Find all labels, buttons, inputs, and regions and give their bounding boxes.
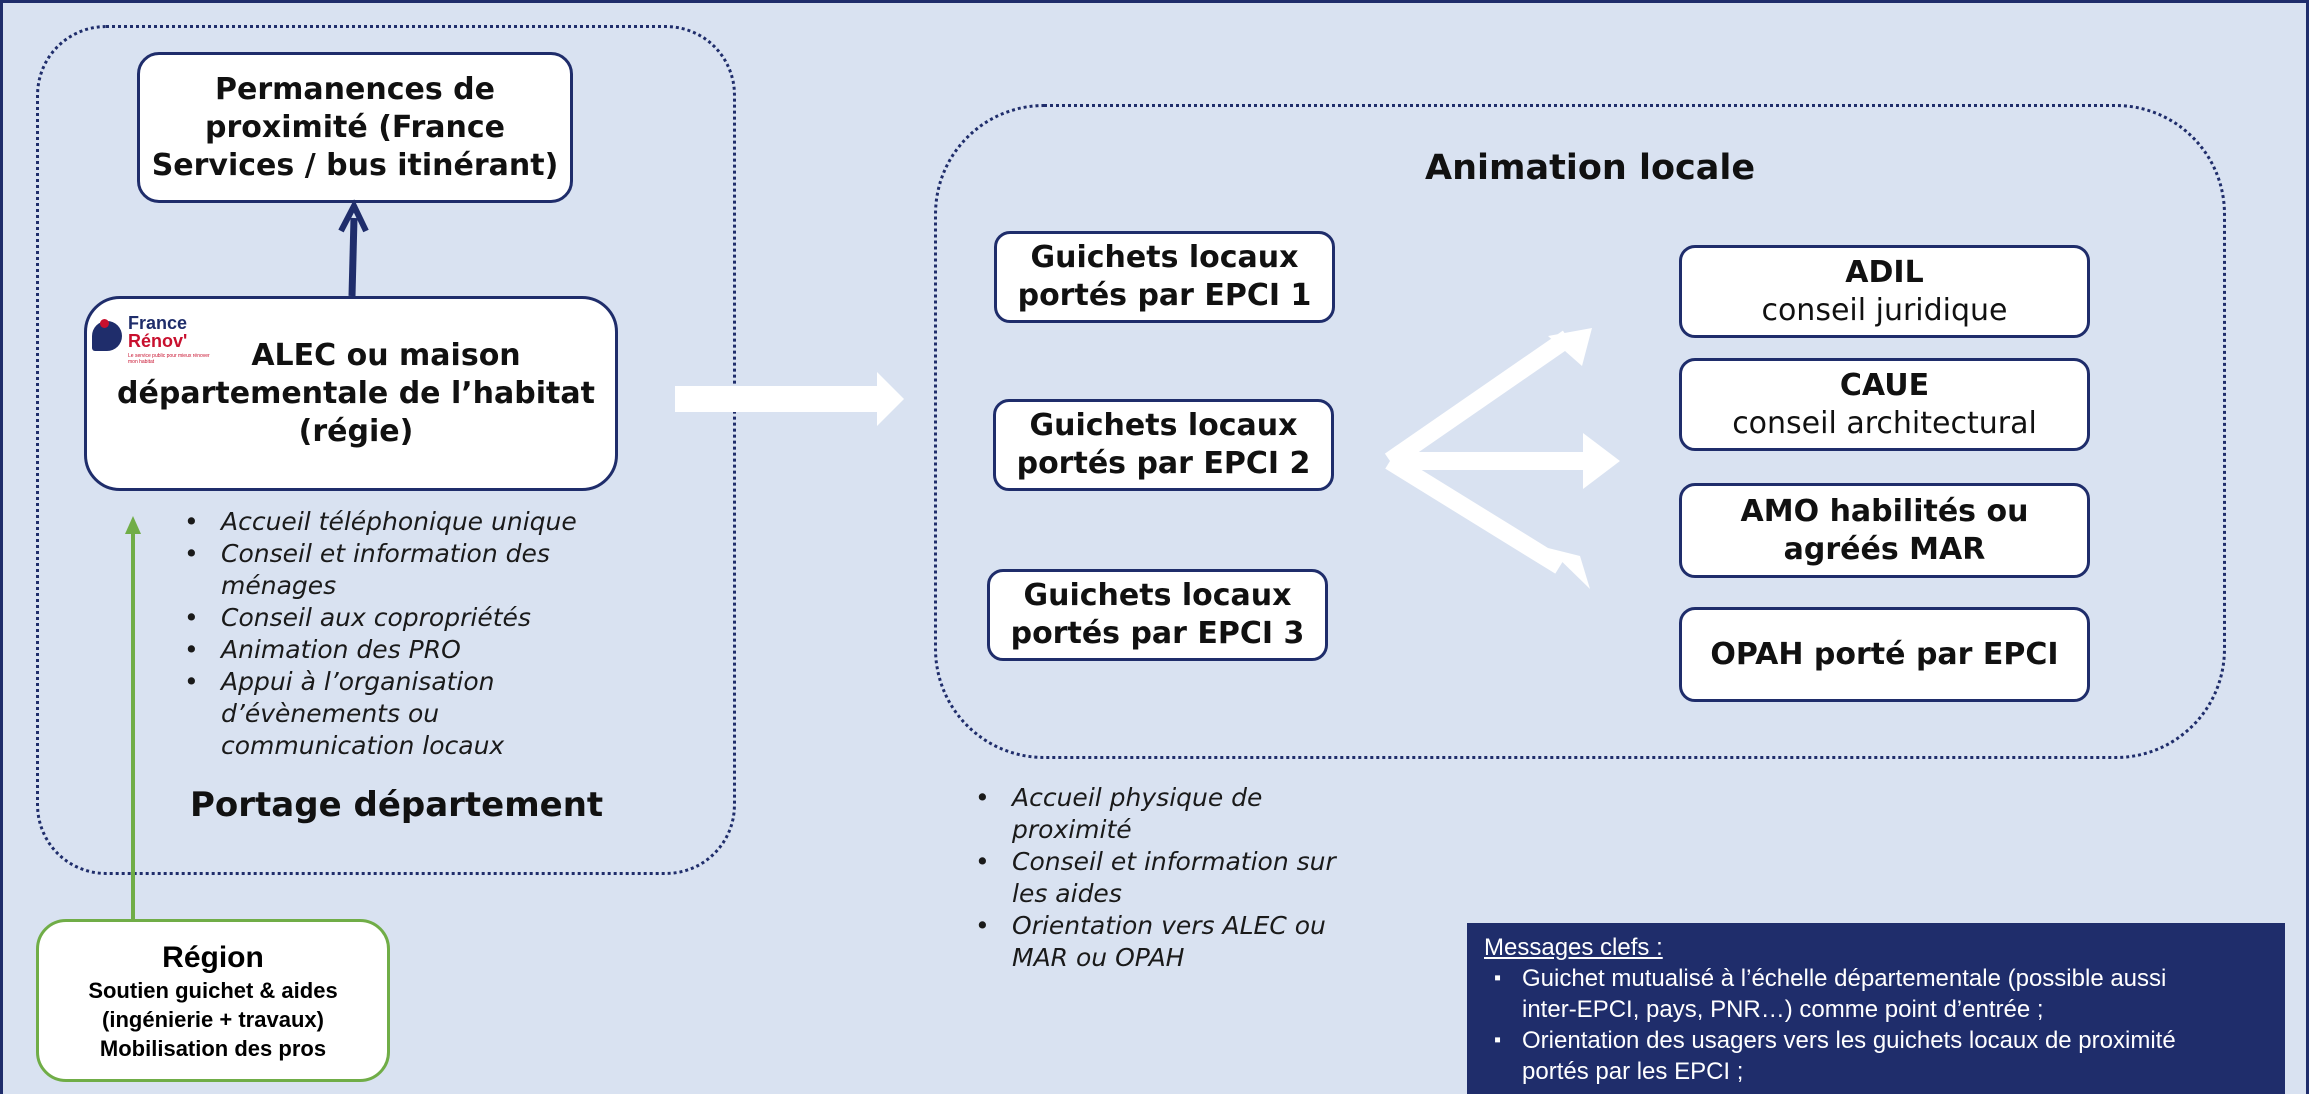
permanences-box: Permanences de proximité (France Service…	[137, 52, 573, 203]
region-line-1: Soutien guichet & aides	[88, 978, 338, 1003]
logo-tagline: Le service public pour mieux rénover mon…	[128, 353, 210, 365]
key-message-item: Guichet mutualisé à l’échelle départemen…	[1484, 963, 2265, 1025]
alec-service-item: Animation des PRO	[184, 634, 624, 666]
alec-box: ALEC ou maison départementale de l’habit…	[84, 296, 618, 491]
arrow-alec-to-permanences-head	[338, 199, 369, 233]
key-messages-title: Messages clefs :	[1484, 934, 1663, 961]
permanences-line-2: proximité (France	[205, 109, 505, 145]
key-messages-box: Messages clefs : Guichet mutualisé à l’é…	[1467, 923, 2285, 1094]
guichet-epci-2: Guichets locaux portés par EPCI 2	[993, 399, 1334, 491]
alec-line-3: (régie)	[298, 413, 414, 449]
arrow-departement-to-local	[675, 372, 904, 426]
partner-opah: OPAH porté par EPCI	[1679, 607, 2090, 702]
permanences-line-1: Permanences de	[215, 71, 495, 107]
alec-line-2: départementale de l’habitat	[117, 375, 595, 411]
partner-adil: ADIL conseil juridique	[1679, 245, 2090, 338]
logo-dot-icon	[100, 319, 109, 328]
key-messages-list: Guichet mutualisé à l’échelle départemen…	[1484, 963, 2265, 1087]
alec-line-1: ALEC ou maison	[251, 337, 521, 373]
alec-service-item: Accueil téléphonique unique	[184, 506, 624, 538]
alec-services-list: Accueil téléphonique unique Conseil et i…	[184, 506, 624, 762]
arrow-guichets-to-caue-head	[1583, 433, 1620, 489]
animation-locale-container	[934, 104, 2226, 759]
portage-departement-title: Portage département	[190, 785, 604, 825]
partner-caue: CAUE conseil architectural	[1679, 358, 2090, 451]
arrow-guichets-to-amo	[1385, 453, 1565, 574]
region-box: Région Soutien guichet & aides (ingénier…	[36, 919, 390, 1082]
alec-service-item: Conseil aux copropriétés	[184, 602, 624, 634]
france-renov-logo: France Rénov' Le service public pour mie…	[92, 313, 222, 373]
animation-locale-title: Animation locale	[1425, 148, 1756, 188]
arrow-region-to-alec-head	[125, 516, 141, 534]
partner-amo: AMO habilités ou agréés MAR	[1679, 483, 2090, 578]
region-title: Région	[162, 941, 264, 974]
region-line-2: (ingénierie + travaux)	[102, 1007, 324, 1032]
logo-line-2: Rénov'	[128, 331, 188, 351]
region-line-3: Mobilisation des pros	[99, 1036, 327, 1061]
arrow-guichets-to-adil	[1384, 330, 1574, 469]
guichet-epci-3: Guichets locaux portés par EPCI 3	[987, 569, 1328, 661]
arrow-alec-to-permanences	[348, 217, 358, 297]
arrow-guichets-to-adil-head	[1548, 328, 1592, 366]
permanences-line-3: Services / bus itinérant)	[151, 147, 559, 183]
logo-line-1: France	[128, 313, 188, 333]
departement-container	[36, 25, 736, 875]
key-message-item: Orientation des usagers vers les guichet…	[1484, 1025, 2265, 1087]
arrow-guichets-to-amo-head	[1548, 548, 1590, 589]
guichet-epci-1: Guichets locaux portés par EPCI 1	[994, 231, 1335, 323]
